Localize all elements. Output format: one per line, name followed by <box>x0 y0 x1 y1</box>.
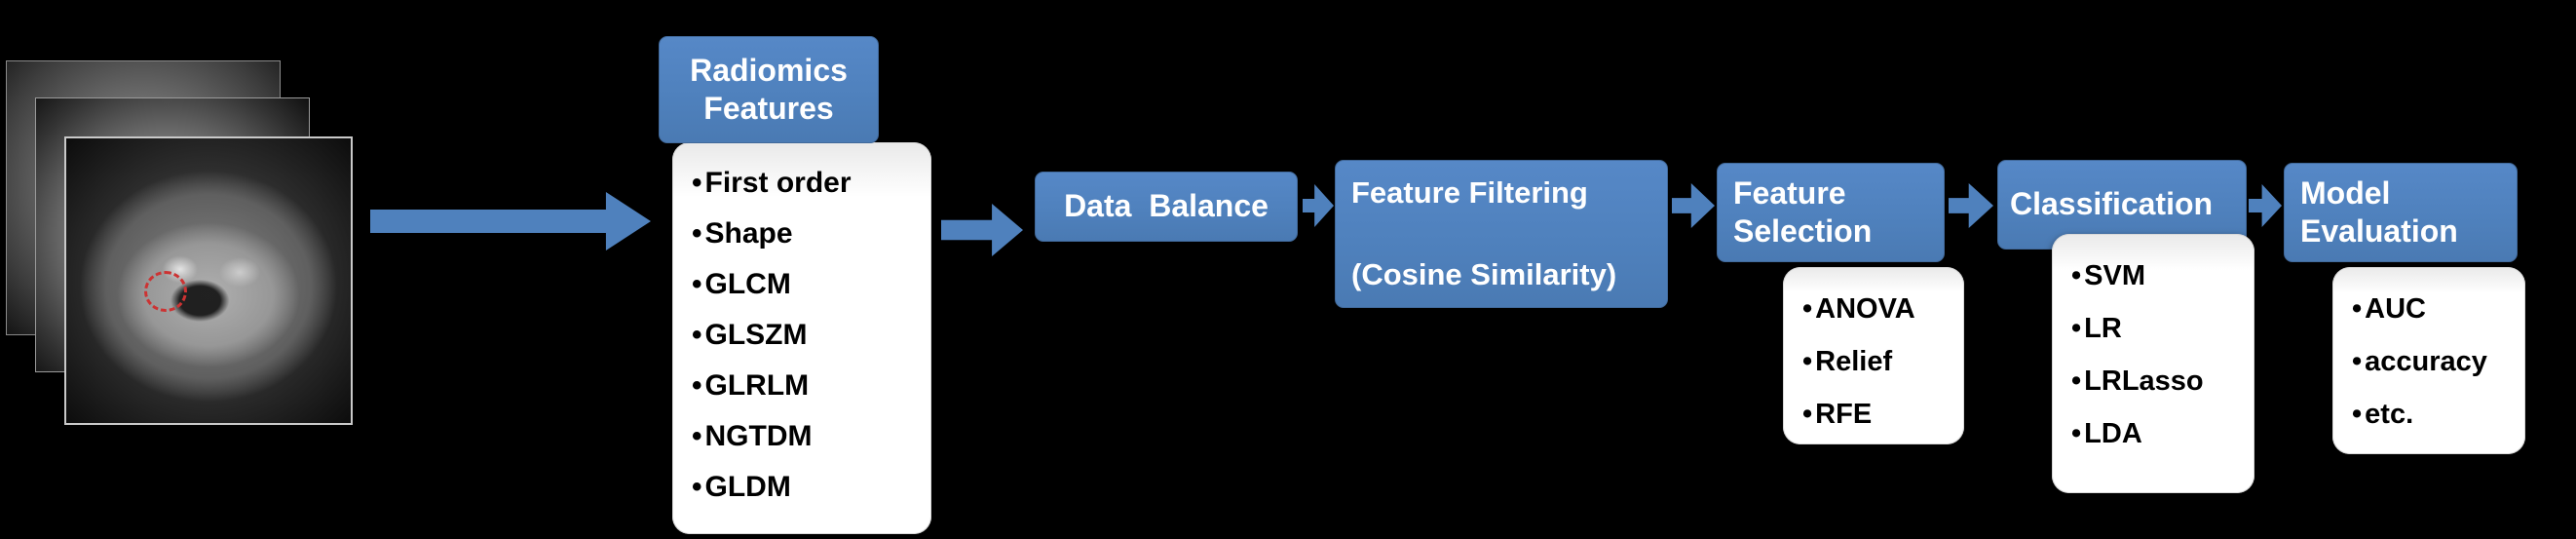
roi-annotation-circle <box>144 271 187 312</box>
feature-selection-list: ANOVA Relief RFE <box>1783 267 1964 444</box>
radiomics-feature-item: GLSZM <box>692 310 924 361</box>
model-evaluation-title-line2: Evaluation <box>2300 213 2458 249</box>
classification-item: SVM <box>2071 250 2247 302</box>
flow-arrow-selection-to-classification <box>1949 183 1993 228</box>
model-evaluation-item: AUC <box>2352 283 2518 335</box>
feature-filtering-title-line2: (Cosine Similarity) <box>1351 257 1617 292</box>
radiomics-feature-item: Shape <box>692 209 924 259</box>
radiomics-feature-item: NGTDM <box>692 411 924 462</box>
classification-item: LR <box>2071 302 2247 355</box>
radiomics-feature-item: GLCM <box>692 259 924 310</box>
flow-arrow-input-to-radiomics <box>370 192 651 250</box>
mri-slice-front <box>64 136 353 425</box>
radiomics-feature-item: GLDM <box>692 462 924 513</box>
feature-selection-item: ANOVA <box>1802 283 1956 335</box>
radiomics-features-list: First order Shape GLCM GLSZM GLRLM NGTDM… <box>672 142 931 534</box>
model-evaluation-item: etc. <box>2352 388 2518 441</box>
model-evaluation-box: Model Evaluation <box>2284 163 2518 262</box>
flow-arrow-balance-to-filtering <box>1303 184 1334 227</box>
model-evaluation-title-line1: Model <box>2300 174 2391 211</box>
feature-selection-title-line2: Selection <box>1733 213 1873 249</box>
feature-filtering-title-line1: Feature Filtering <box>1351 175 1588 210</box>
classification-title: Classification <box>2010 186 2214 222</box>
flow-arrow-radiomics-to-balance <box>941 204 1023 256</box>
data-balance-label: Data Balance <box>1064 188 1269 224</box>
classification-item: LDA <box>2071 407 2247 460</box>
classification-list: SVM LR LRLasso LDA <box>2052 234 2254 493</box>
flow-arrow-filtering-to-selection <box>1672 183 1715 228</box>
feature-selection-item: RFE <box>1802 388 1956 441</box>
radiomics-feature-item: First order <box>692 158 924 209</box>
feature-selection-item: Relief <box>1802 335 1956 388</box>
feature-selection-box: Feature Selection <box>1717 163 1945 262</box>
data-balance-box: Data Balance <box>1035 172 1298 242</box>
radiomics-feature-item: GLRLM <box>692 361 924 411</box>
feature-selection-title-line1: Feature <box>1733 174 1846 211</box>
radiomics-features-title-line2: Features <box>703 91 834 126</box>
feature-filtering-box: Feature Filtering (Cosine Similarity) <box>1335 160 1668 308</box>
classification-item: LRLasso <box>2071 355 2247 407</box>
model-evaluation-list: AUC accuracy etc. <box>2332 267 2525 454</box>
flow-arrow-classification-to-evaluation <box>2249 184 2282 227</box>
radiomics-features-title-line1: Radiomics <box>690 52 848 88</box>
radiomics-features-box: Radiomics Features <box>659 36 879 143</box>
model-evaluation-item: accuracy <box>2352 335 2518 388</box>
